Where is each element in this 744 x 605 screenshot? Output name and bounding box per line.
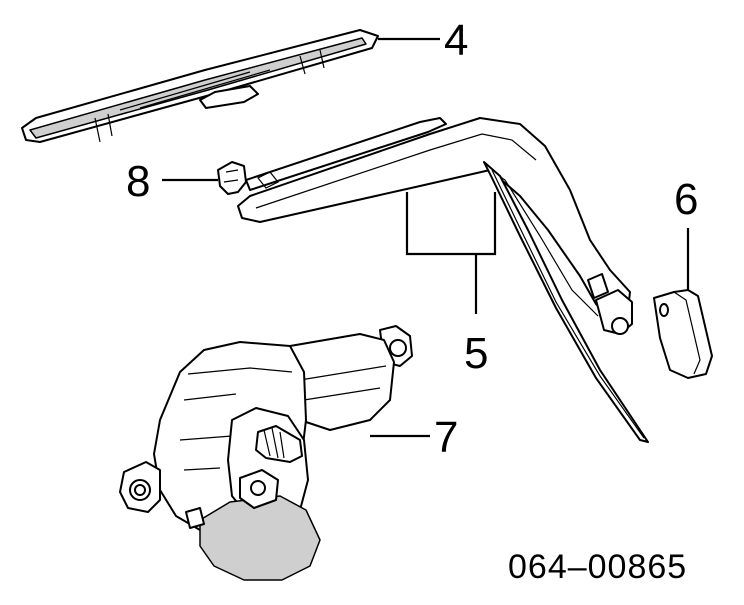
wiper-motor	[119, 325, 413, 581]
leader-lines	[162, 37, 690, 438]
callout-7: 7	[434, 413, 458, 462]
wiper-arm	[237, 117, 649, 443]
callout-6: 6	[674, 175, 698, 224]
bracket-5	[405, 192, 497, 256]
wiper-cap	[653, 289, 713, 379]
callout-5: 5	[464, 329, 488, 378]
wiper-blade	[21, 29, 379, 143]
callout-8: 8	[126, 157, 150, 206]
wiper-clip	[217, 161, 247, 195]
part-number: 064–00865	[508, 548, 687, 586]
callout-4: 4	[444, 16, 468, 65]
